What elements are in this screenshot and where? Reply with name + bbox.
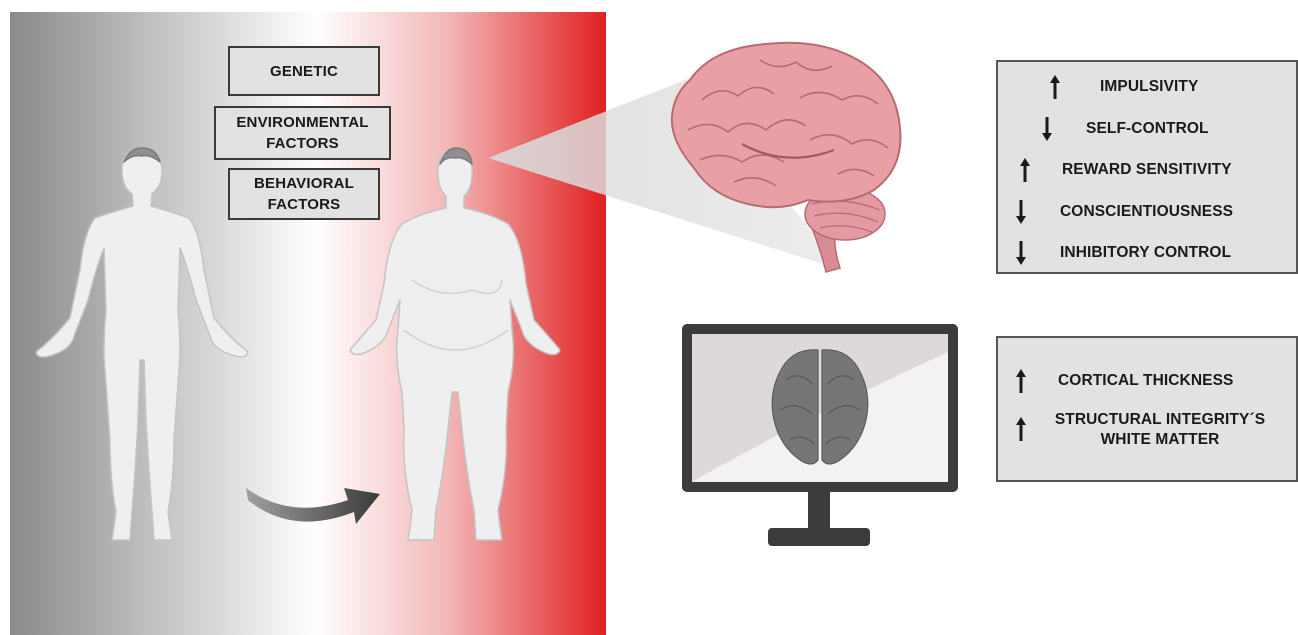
- genetic-factor-box: GENETIC: [228, 46, 380, 96]
- trait-label: SELF-CONTROL: [1086, 120, 1209, 138]
- genetic-label: GENETIC: [270, 61, 338, 82]
- up-arrow-icon: [1014, 368, 1028, 394]
- environmental-label-line2: FACTORS: [236, 133, 368, 154]
- environmental-factor-box: ENVIRONMENTAL FACTORS: [214, 106, 391, 160]
- trait-row-reward-sensitivity: REWARD SENSITIVITY: [998, 155, 1296, 185]
- behavioral-label-line1: BEHAVIORAL: [254, 173, 354, 194]
- psychological-traits-panel: IMPULSIVITY SELF-CONTROL REWARD SENSITIV…: [996, 60, 1298, 274]
- up-arrow-icon: [1018, 157, 1032, 183]
- trait-row-inhibitory-control: INHIBITORY CONTROL: [998, 238, 1296, 268]
- up-arrow-icon: [1048, 74, 1062, 100]
- white-matter-label-line2: WHITE MATTER: [1038, 430, 1282, 450]
- trait-row-conscientiousness: CONSCIENTIOUSNESS: [998, 197, 1296, 227]
- environmental-label-line1: ENVIRONMENTAL: [236, 112, 368, 133]
- down-arrow-icon: [1014, 240, 1028, 266]
- down-arrow-icon: [1040, 116, 1054, 142]
- monitor-brain-scan-icon: [682, 324, 958, 546]
- trait-row-self-control: SELF-CONTROL: [998, 114, 1296, 144]
- trait-label: REWARD SENSITIVITY: [1062, 161, 1232, 179]
- trait-row-cortical-thickness: CORTICAL THICKNESS: [998, 366, 1296, 396]
- behavioral-factor-box: BEHAVIORAL FACTORS: [228, 168, 380, 220]
- up-arrow-icon: [1014, 416, 1028, 442]
- trait-label: CONSCIENTIOUSNESS: [1060, 203, 1233, 221]
- down-arrow-icon: [1014, 199, 1028, 225]
- trait-label: INHIBITORY CONTROL: [1060, 244, 1231, 262]
- white-matter-label-line1: STRUCTURAL INTEGRITY´S: [1038, 410, 1282, 430]
- behavioral-label-line2: FACTORS: [254, 194, 354, 215]
- trait-label: IMPULSIVITY: [1100, 78, 1198, 96]
- trait-label: CORTICAL THICKNESS: [1058, 372, 1233, 390]
- brain-structure-panel: CORTICAL THICKNESS STRUCTURAL INTEGRITY´…: [996, 336, 1298, 482]
- trait-row-impulsivity: IMPULSIVITY: [998, 72, 1296, 102]
- white-matter-label: STRUCTURAL INTEGRITY´S WHITE MATTER: [1038, 410, 1282, 450]
- trait-row-white-matter-integrity: STRUCTURAL INTEGRITY´S WHITE MATTER: [998, 410, 1296, 454]
